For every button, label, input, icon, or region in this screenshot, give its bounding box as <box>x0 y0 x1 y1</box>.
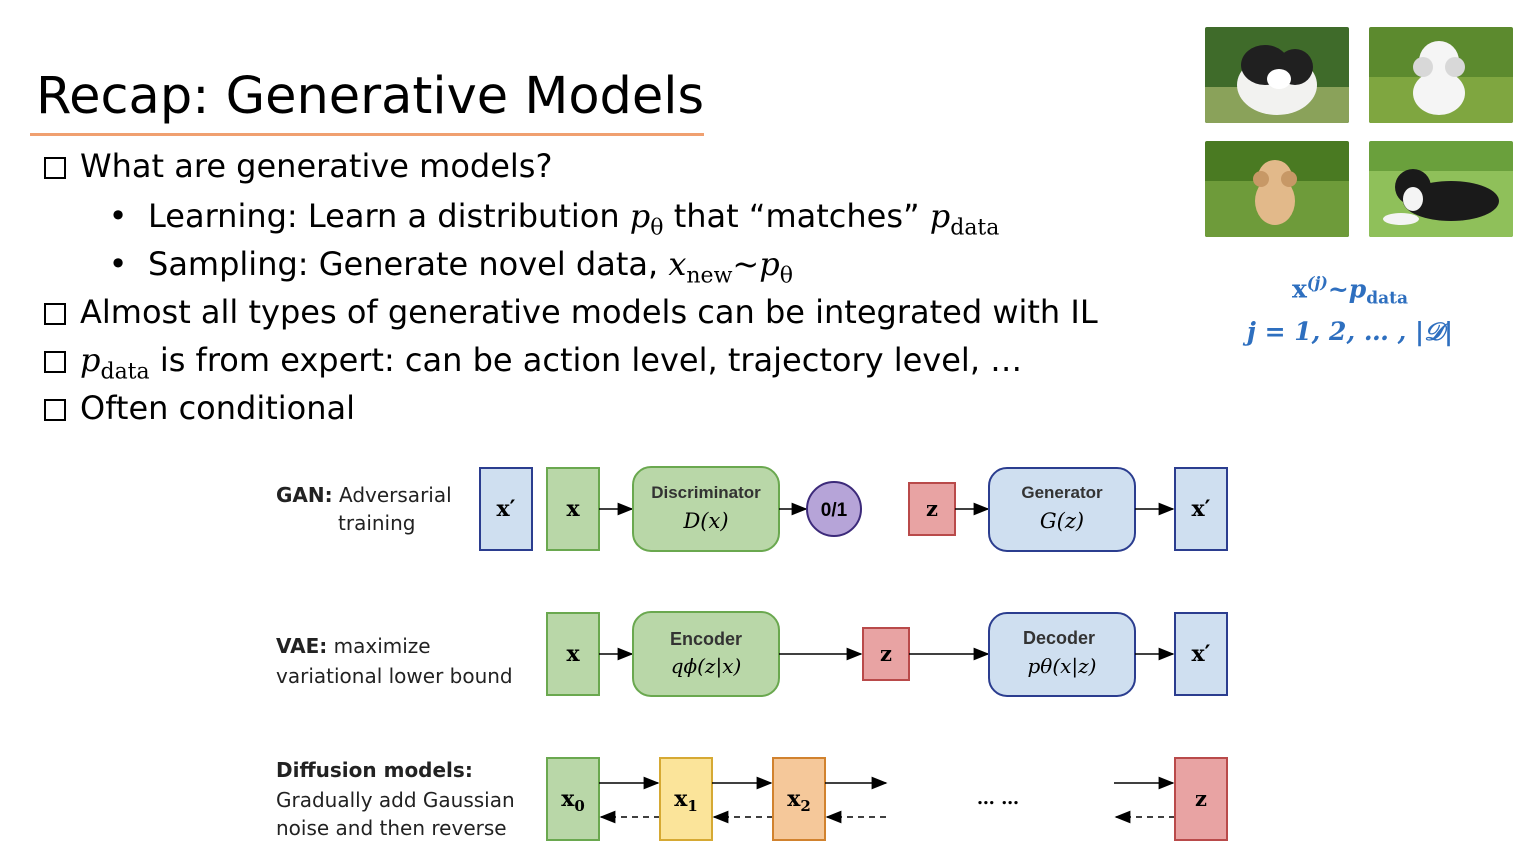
vae-x-box <box>546 612 600 696</box>
dog-photo-2 <box>1369 27 1513 123</box>
gan-z-text: z <box>926 496 938 521</box>
checkbox-bullet-icon <box>44 157 66 179</box>
vae-z-text: z <box>880 641 892 666</box>
generator-title: Generator <box>1021 483 1103 502</box>
gan-x-prime-out-text: x′ <box>1192 496 1211 522</box>
bullet-text: Sampling: Generate novel data, <box>148 245 669 283</box>
gan-x-text: x <box>566 496 580 522</box>
formula-line-1: x(j)~pdata <box>1291 273 1409 309</box>
dot-bullet-icon: • <box>108 245 128 283</box>
math-p-data: pdata <box>80 341 150 385</box>
math-p-data: pdata <box>929 197 1000 241</box>
checkbox-bullet-icon <box>44 399 66 421</box>
gan-x-prime-text: x′ <box>497 496 516 522</box>
bullet-integrated: Almost all types of generative models ca… <box>42 289 1098 335</box>
gan-label-line2: training <box>338 511 416 535</box>
bullet-text: What are generative models? <box>80 147 553 185</box>
vae-x-prime-text: x′ <box>1192 641 1211 667</box>
math-p-theta: pθ <box>629 197 664 241</box>
diffusion-x2-box <box>772 757 826 841</box>
dog-photo-3 <box>1205 141 1349 237</box>
formula-line-2: j = 1, 2, … , |𝒟| <box>1246 317 1454 347</box>
decoder-title: Decoder <box>1023 628 1095 648</box>
generator-formula: G(z) <box>1040 509 1084 533</box>
diffusion-z-text: z <box>1195 786 1207 811</box>
diffusion-x0-text: x0 <box>561 786 585 815</box>
slide-title: Recap: Generative Models <box>36 67 705 126</box>
diffusion-label-line3: noise and then reverse <box>276 816 507 840</box>
diffusion-x2-text: x2 <box>787 786 811 815</box>
bullet-text: Almost all types of generative models ca… <box>80 293 1098 331</box>
diffusion-label: Diffusion models: <box>276 758 473 782</box>
title-underline <box>30 133 704 136</box>
bullet-text: Learning: Learn a distribution <box>148 197 630 235</box>
gan-x-box <box>546 467 600 551</box>
bullet-text: is from expert: can be action level, tra… <box>149 341 1023 379</box>
encoder-formula: qϕ(z|x) <box>671 654 742 679</box>
bullet-learning: • Learning: Learn a distribution pθ that … <box>96 193 1000 251</box>
diffusion-x0-box <box>546 757 600 841</box>
gan-x-prime-out-box <box>1174 467 1228 551</box>
diffusion-z-box <box>1174 757 1228 841</box>
gan-output-text: 0/1 <box>821 500 848 521</box>
vae-label-line2: variational lower bound <box>276 664 513 688</box>
discriminator-formula: D(x) <box>682 509 728 533</box>
discriminator-title: Discriminator <box>651 483 761 502</box>
decoder-formula: pθ(x|z) <box>1027 654 1096 679</box>
gan-z-box <box>908 482 956 536</box>
encoder-title: Encoder <box>670 629 742 649</box>
dog-photo-1 <box>1205 27 1349 123</box>
dot-bullet-icon: • <box>108 197 128 235</box>
diffusion-label-line2: Gradually add Gaussian <box>276 788 515 812</box>
diffusion-x1-text: x1 <box>674 786 698 815</box>
vae-x-text: x <box>566 641 580 667</box>
dog-photo-4 <box>1369 141 1513 237</box>
checkbox-bullet-icon <box>44 351 66 373</box>
checkbox-bullet-icon <box>44 303 66 325</box>
math-x-new: xnew~pθ <box>668 245 793 289</box>
vae-z-box <box>862 627 910 681</box>
bullet-sampling: • Sampling: Generate novel data, xnew~pθ <box>96 241 793 299</box>
bullet-conditional: Often conditional <box>42 385 355 431</box>
diffusion-x1-box <box>659 757 713 841</box>
vae-label: VAE: maximize <box>276 634 431 658</box>
bullet-text: Often conditional <box>80 389 356 427</box>
gan-x-prime-box <box>479 467 533 551</box>
dataset-formula: x(j)~pdata j = 1, 2, … , |𝒟| <box>1200 266 1500 349</box>
gan-label: GAN: Adversarial <box>276 483 452 507</box>
diffusion-ellipsis: … … <box>977 788 1019 809</box>
bullet-text: that “matches” <box>663 197 930 235</box>
vae-x-prime-box <box>1174 612 1228 696</box>
bullet-what-are: What are generative models? <box>42 143 552 189</box>
gan-output-circle <box>806 481 862 537</box>
bullet-expert: pdata is from expert: can be action leve… <box>42 337 1022 395</box>
